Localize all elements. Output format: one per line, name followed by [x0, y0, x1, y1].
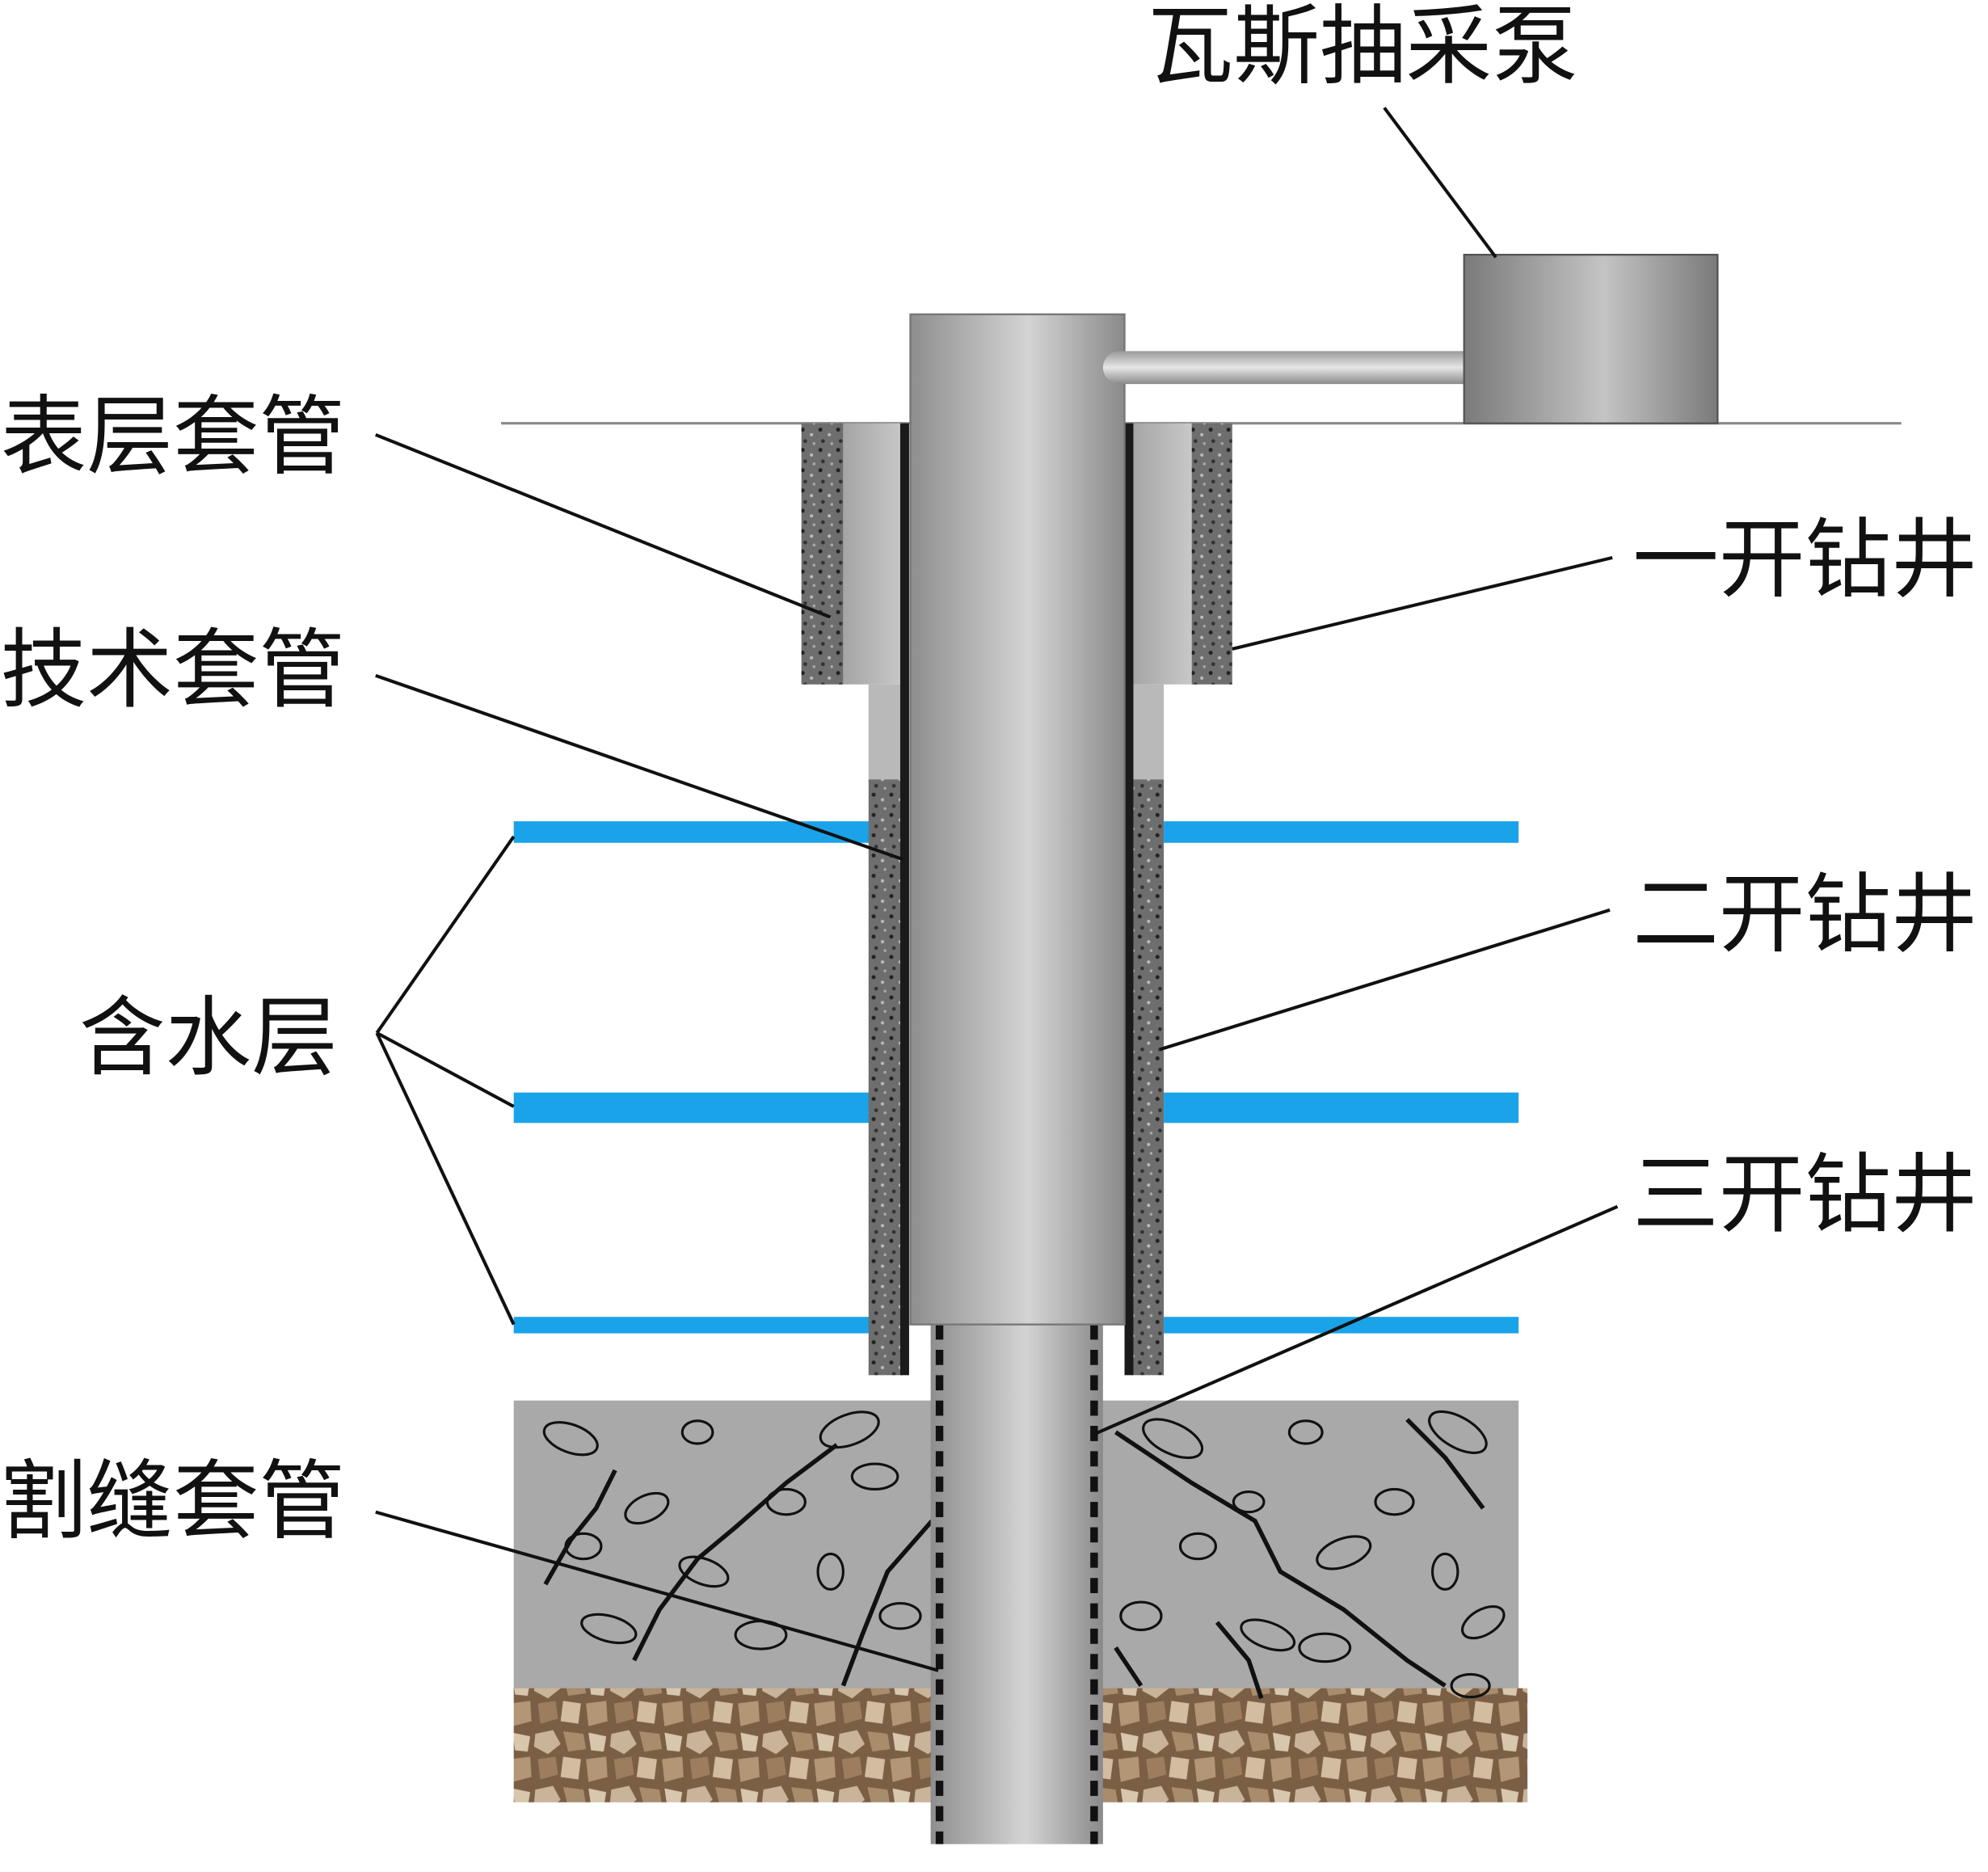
label-surface-casing: 表层套管	[1, 387, 345, 487]
label-aquifer: 含水层	[79, 988, 338, 1088]
leader-lines	[375, 107, 1619, 1672]
label-first-spud: 一开钻井	[1632, 510, 1977, 610]
second-spud-hole	[868, 423, 1165, 1376]
aquifer-2-right	[1164, 1092, 1519, 1124]
gas-extraction-pump	[1463, 254, 1719, 424]
label-pump: 瓦斯抽采泵	[1148, 0, 1578, 97]
surface-casing-right	[1131, 423, 1192, 685]
label-third-spud: 三开钻井	[1632, 1145, 1977, 1246]
technical-casing-right	[1124, 423, 1134, 1376]
aquifer-1-right	[1164, 821, 1519, 843]
surface-casing-left	[843, 423, 903, 685]
technical-casing-left	[899, 423, 909, 1376]
aquifer-2-left	[513, 1092, 871, 1124]
production-pipe	[909, 313, 1126, 1326]
pump-connection-pipe	[1102, 351, 1486, 385]
aquifer-3-left	[513, 1317, 871, 1334]
aquifer-1-left	[513, 821, 871, 843]
label-second-spud: 二开钻井	[1632, 865, 1977, 965]
label-technical-casing: 技术套管	[1, 621, 345, 721]
first-spud-hole	[801, 423, 1232, 685]
label-slotted-casing: 割缝套管	[1, 1452, 345, 1552]
slotted-casing	[930, 1324, 1103, 1845]
